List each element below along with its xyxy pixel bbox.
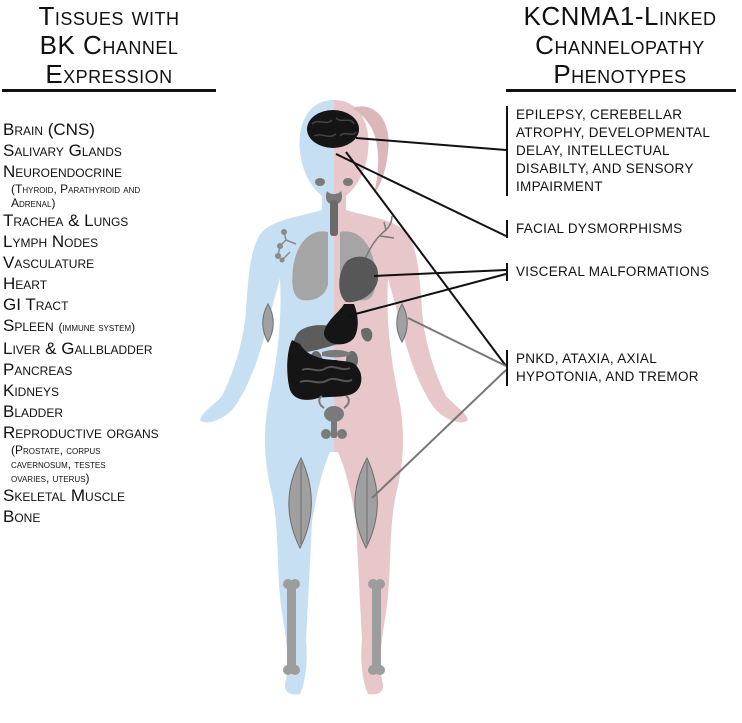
tissue-lymph-nodes: Lymph Nodes [3, 232, 99, 251]
phenotype-movement-disorders: PNKD, ataxia, axial hypotonia, and tremo… [506, 350, 699, 386]
lymph-nodes-icon [277, 231, 297, 261]
reproductive-organs-icon [318, 395, 350, 439]
intestines-icon [287, 340, 362, 400]
tissues-heading: Tissues with BK Channel Expression [0, 2, 218, 89]
tissue-vasculature: Vasculature [3, 253, 95, 272]
phenotype-visceral-malformations: Visceral malformations [506, 263, 709, 281]
connector-stomach-to-visceral [347, 273, 507, 317]
tissue-kidneys: Kidneys [3, 381, 60, 400]
tissues-heading-line-3: Expression [45, 59, 173, 89]
bone-icon [283, 579, 385, 675]
connector-heart-to-visceral [373, 269, 507, 277]
connector-brain-to-neuro [355, 137, 507, 151]
tissue-bladder: Bladder [3, 402, 64, 421]
stomach-icon [324, 304, 358, 345]
tissue-list: Brain (CNS) Salivary Glands Neuroendocri… [3, 119, 243, 527]
trachea-icon [330, 200, 338, 236]
tissue-bone: Bone [3, 507, 41, 526]
pancreas-icon [322, 349, 352, 358]
tissue-spleen: Spleen (immune system) [3, 316, 136, 335]
tissue-spleen-sub: (immune system) [58, 320, 136, 334]
phenotypes-heading-line-2: Channelopathy [535, 30, 705, 60]
tissue-liver-gallbladder: Liver & Gallbladder [3, 339, 153, 358]
tissue-reproductive-organs: Reproductive organs (Prostate, corpus ca… [3, 422, 243, 485]
tissues-heading-line-2: BK Channel [39, 30, 179, 60]
connector-leg-to-pnkd [371, 369, 507, 499]
tissue-neuroendocrine-detail: (Thyroid, Parathyroid and Adrenal) [11, 182, 141, 210]
spleen-icon [361, 327, 373, 342]
brain-icon [307, 110, 359, 148]
tissue-gi-tract: GI Tract [3, 295, 69, 314]
tissue-salivary-glands: Salivary Glands [3, 141, 122, 160]
phenotype-neurological: Epilepsy, cerebellar atrophy, developmen… [506, 106, 741, 196]
tissue-trachea-lungs: Trachea & Lungs [3, 211, 129, 230]
connector-lines [335, 137, 507, 499]
connector-brain-to-pnkd [345, 151, 507, 367]
hair [352, 106, 389, 194]
tissues-heading-rule [2, 89, 216, 92]
salivary-gland-icon [315, 178, 325, 186]
lymph-node-dots [275, 229, 287, 263]
tissue-pancreas: Pancreas [3, 360, 73, 379]
phenotypes-heading: KCNMA1-Linked Channelopathy Phenotypes [500, 2, 740, 89]
tissue-brain: Brain (CNS) [3, 120, 95, 139]
heart-icon [339, 256, 379, 303]
connector-muscle-to-pnkd [407, 317, 507, 367]
salivary-gland-icon [343, 178, 353, 186]
connector-face-to-facial [335, 153, 507, 237]
vasculature-icon [363, 215, 395, 263]
thyroid-icon [325, 191, 343, 204]
tissue-reproductive-detail: (Prostate, corpus cavernosum, testes ova… [11, 443, 106, 485]
phenotype-facial-dysmorphisms: Facial dysmorphisms [506, 220, 682, 238]
tissue-skeletal-muscle: Skeletal Muscle [3, 486, 126, 505]
phenotypes-heading-rule [506, 89, 736, 92]
tissue-heart: Heart [3, 274, 48, 293]
phenotypes-heading-line-1: KCNMA1-Linked [523, 1, 717, 31]
phenotypes-heading-line-3: Phenotypes [553, 59, 687, 89]
muscle-icon [262, 303, 408, 550]
tissue-neuroendocrine: Neuroendocrine (Thyroid, Parathyroid and… [3, 161, 243, 210]
tissues-heading-line-1: Tissues with [38, 1, 180, 31]
